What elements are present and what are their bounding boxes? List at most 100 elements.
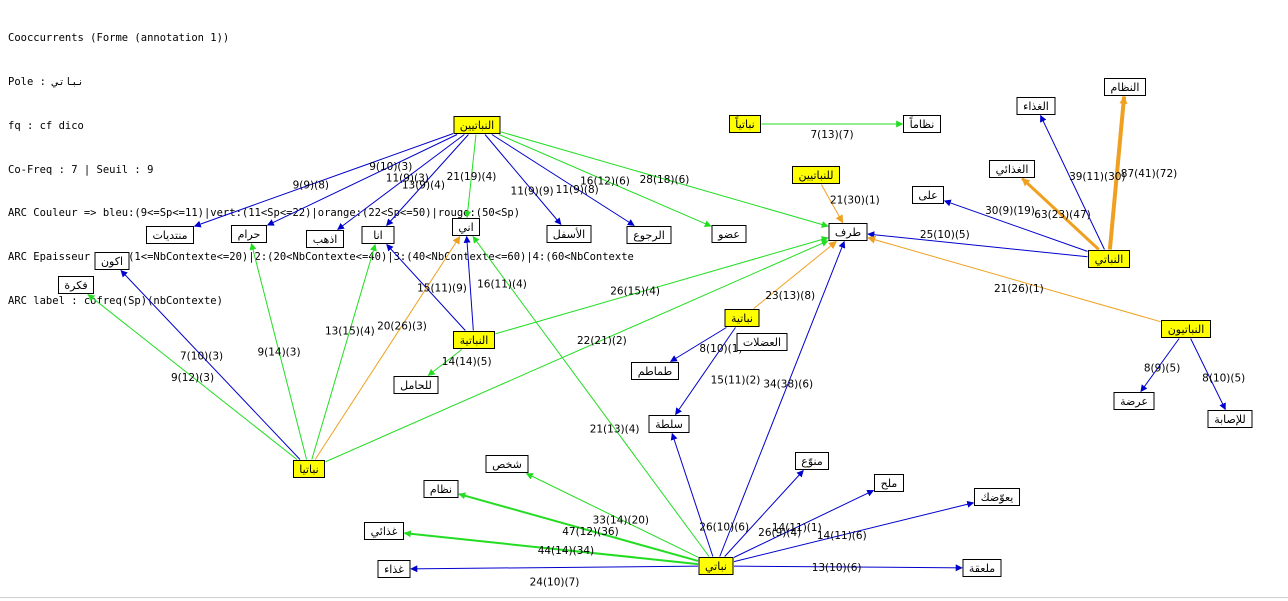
node-label: انا <box>373 229 382 242</box>
edge-n-annabatiya-to-n-taraf <box>495 236 829 335</box>
node-n-nabati[interactable]: نباتي <box>698 557 734 575</box>
node-label: فكرة <box>64 279 87 292</box>
edge-n-nabatiyan-bot-to-n-ana <box>311 243 377 460</box>
edge-n-nabati-to-n-yuawwidak <box>733 500 975 563</box>
node-n-ghidhai-b[interactable]: غذائي <box>364 522 404 540</box>
node-box <box>146 226 194 244</box>
node-label: نظاماً <box>909 116 934 131</box>
edge-label: 8(10)(1) <box>699 343 742 355</box>
node-n-milaqa[interactable]: ملعقة <box>962 559 1002 577</box>
node-n-adalat[interactable]: العضلات <box>736 333 788 351</box>
edge-label: 14(11)(1) <box>772 522 822 534</box>
node-box <box>648 415 690 433</box>
edge-n-annabatiyun-to-n-taraf <box>867 235 1161 323</box>
node-n-tamatim[interactable]: طماطم <box>631 362 679 380</box>
node-n-udw[interactable]: عضو <box>711 225 747 243</box>
node-n-yuawwidak[interactable]: يعوّضك <box>974 488 1020 506</box>
node-label: العضلات <box>743 336 781 349</box>
node-n-annabati[interactable]: النباتي <box>1088 250 1130 268</box>
edge-label: 14(14)(5) <box>442 356 492 368</box>
edge-label: 15(11)(9) <box>417 283 467 295</box>
node-box <box>393 376 439 394</box>
node-n-lilnabatiyin[interactable]: للنباتيين <box>792 166 840 184</box>
node-n-nabatiyin-top[interactable]: النباتيين <box>453 116 501 134</box>
node-label: شخص <box>492 458 522 471</box>
edge-label: 34(38)(6) <box>763 378 813 390</box>
edge-n-lilnabatiyin-to-n-taraf <box>820 184 844 224</box>
node-n-nabatiyan-bot[interactable]: نباتيا <box>293 460 325 478</box>
node-box <box>1104 78 1146 96</box>
node-n-haram[interactable]: حرام <box>231 225 267 243</box>
node-box <box>698 557 734 575</box>
node-label: نظام <box>430 483 452 496</box>
node-n-ala[interactable]: على <box>912 186 944 204</box>
node-n-salata[interactable]: سلطة <box>648 415 690 433</box>
node-label: اكون <box>101 255 123 268</box>
node-n-nizam-b[interactable]: نظام <box>423 480 459 498</box>
edge-label: 30(9)(19) <box>985 205 1035 217</box>
edge-label: 26(10)(6) <box>699 521 749 533</box>
edge-n-nabatiyan-bot-to-n-fikra <box>87 294 298 460</box>
edge-label: 16(11)(4) <box>477 279 527 291</box>
edge-n-nabatiyin-top-to-n-muntadayat <box>193 133 454 228</box>
edge-label: 20(26)(3) <box>377 321 427 333</box>
node-n-adhhab[interactable]: اذهب <box>306 230 344 248</box>
edge-n-annabatiya-to-n-ani <box>463 235 474 331</box>
edge-n-nabatiya-mid-to-n-taraf <box>753 240 837 309</box>
node-n-ghidha-r[interactable]: الغذاء <box>1016 97 1056 115</box>
node-label: حرام <box>238 228 261 241</box>
node-n-nabatiyan-top[interactable]: نباتياً <box>729 115 761 133</box>
edge-label: 11(9)(9) <box>511 185 554 197</box>
edge-n-annabatiyun-to-n-arda <box>1140 338 1180 393</box>
edge-n-nabati-to-n-milh <box>733 489 875 558</box>
node-label: للحامل <box>400 379 432 392</box>
node-n-taraf[interactable]: طرف <box>828 223 868 241</box>
node-label: اذهب <box>313 233 338 246</box>
node-n-ana[interactable]: انا <box>361 226 395 244</box>
node-n-akun[interactable]: اكون <box>94 252 130 270</box>
node-n-milh[interactable]: ملح <box>874 474 904 492</box>
node-n-nizam-r[interactable]: النظام <box>1104 78 1146 96</box>
node-n-annabatiyun[interactable]: النباتيون <box>1161 320 1211 338</box>
node-n-nizaman[interactable]: نظاماً <box>903 115 941 133</box>
edge-label: 13(15)(4) <box>325 326 375 338</box>
node-n-ghidhai-r[interactable]: الغذائي <box>989 160 1035 178</box>
node-box <box>306 230 344 248</box>
node-n-ghidha-b[interactable]: غذاء <box>377 560 411 578</box>
node-n-fikra[interactable]: فكرة <box>58 276 94 294</box>
edge-n-annabati-to-n-nizam-r <box>1107 95 1128 250</box>
node-n-lilisaba[interactable]: للإصابة <box>1207 410 1253 428</box>
node-n-annabatiya[interactable]: النباتية <box>453 331 495 349</box>
edge-label: 9(10)(3) <box>369 161 412 173</box>
edge-label: 14(11)(6) <box>817 530 867 542</box>
node-n-ani[interactable]: اني <box>452 218 480 236</box>
node-n-shakhs[interactable]: شخص <box>485 455 529 473</box>
node-box <box>626 226 672 244</box>
node-n-munawwa[interactable]: منوّع <box>795 452 829 470</box>
edge-n-nabatiyan-bot-to-n-haram <box>249 242 308 460</box>
edge-label: 16(12)(6) <box>580 175 630 187</box>
node-box <box>736 333 788 351</box>
edge-label: 26(15)(4) <box>610 286 660 298</box>
header-arc-width: ARC Epaisseur -> 1:(1<=NbContexte<=20)|2… <box>8 251 634 264</box>
node-n-asfal[interactable]: الأسفل <box>546 225 592 243</box>
node-n-lilhamil[interactable]: للحامل <box>393 376 439 394</box>
node-label: نباتيا <box>299 463 318 476</box>
edge-n-nabati-to-n-salata <box>670 432 714 557</box>
edge-label: 7(10)(3) <box>180 351 223 363</box>
header-arc-label: ARC label : cofreq(Sp)(nbContexte) <box>8 294 223 307</box>
edge-label: 87(41)(72) <box>1121 168 1177 180</box>
node-label: الغذائي <box>996 163 1029 176</box>
edge-label: 21(30)(1) <box>830 195 880 207</box>
node-n-nabatiya-mid[interactable]: نباتية <box>724 309 760 327</box>
edge-label: 7(13)(7) <box>810 129 853 141</box>
edge-label: 11(9)(8) <box>556 184 599 196</box>
bottom-divider <box>0 597 1288 598</box>
node-n-arda[interactable]: عرضة <box>1113 392 1155 410</box>
edge-label: 9(9)(8) <box>293 180 329 192</box>
node-n-muntadayat[interactable]: منتديات <box>146 226 194 244</box>
node-box <box>423 480 459 498</box>
node-box <box>361 226 395 244</box>
edge-label: 8(10)(5) <box>1202 373 1245 385</box>
node-n-rujua[interactable]: الرجوع <box>626 226 672 244</box>
